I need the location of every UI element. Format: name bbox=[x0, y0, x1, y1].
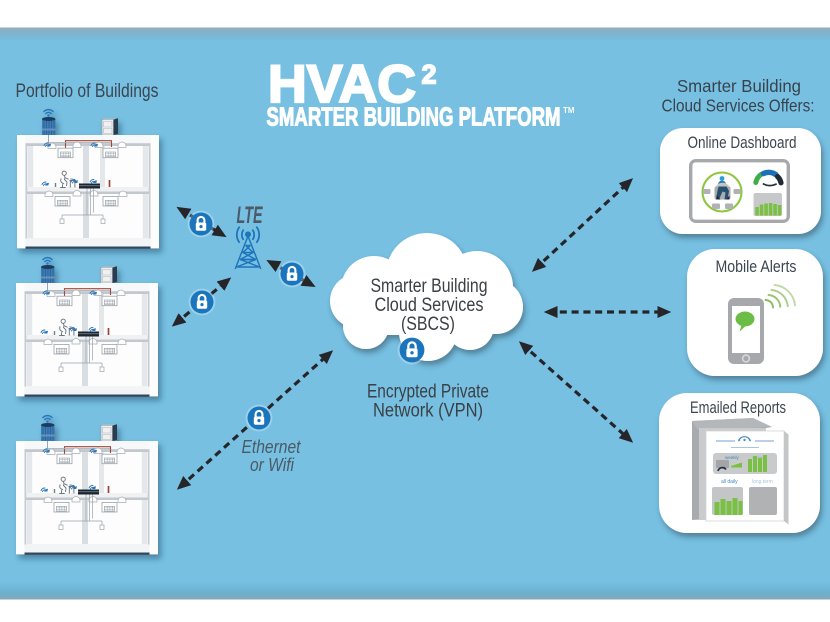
svg-text:Online Dashboard: Online Dashboard bbox=[688, 133, 797, 152]
svg-text:(SBCS): (SBCS) bbox=[401, 314, 455, 335]
svg-text:HVAC: HVAC bbox=[268, 55, 416, 114]
svg-text:Emailed Reports: Emailed Reports bbox=[690, 398, 786, 417]
svg-text:Smarter Building: Smarter Building bbox=[677, 76, 801, 96]
svg-text:LTE: LTE bbox=[237, 202, 264, 229]
svg-text:weekly: weekly bbox=[725, 455, 740, 460]
svg-text:Smarter Building: Smarter Building bbox=[371, 276, 488, 297]
svg-text:Encrypted Private: Encrypted Private bbox=[367, 382, 489, 403]
svg-text:or Wifi: or Wifi bbox=[250, 455, 295, 475]
svg-text:Portfolio of Buildings: Portfolio of Buildings bbox=[16, 81, 159, 102]
svg-text:Ethernet: Ethernet bbox=[242, 437, 302, 457]
svg-text:SMARTER BUILDING PLATFORM: SMARTER BUILDING PLATFORM bbox=[267, 102, 561, 132]
svg-text:Mobile Alerts: Mobile Alerts bbox=[716, 257, 797, 276]
svg-text:Cloud Services Offers:: Cloud Services Offers: bbox=[662, 96, 815, 116]
svg-text:TM: TM bbox=[563, 106, 575, 115]
svg-text:2: 2 bbox=[422, 60, 437, 90]
svg-text:Cloud Services: Cloud Services bbox=[375, 295, 484, 316]
svg-text:all daily: all daily bbox=[721, 479, 738, 485]
svg-text:long term: long term bbox=[752, 479, 773, 485]
svg-text:chiller: chiller bbox=[752, 455, 764, 460]
svg-text:Network (VPN): Network (VPN) bbox=[373, 401, 483, 422]
